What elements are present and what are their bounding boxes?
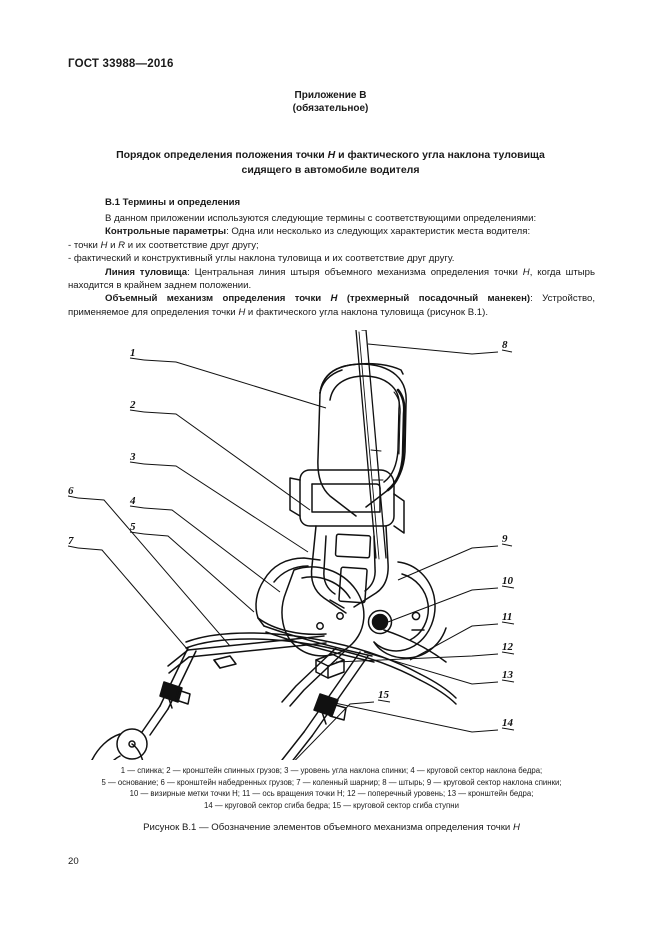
control-params-term: Контрольные параметры	[105, 226, 227, 238]
callout-numbers: 1 2 3 4 5 6 7 8 9 10 11 12 13 14 15	[68, 339, 514, 729]
torso-line-term: Линия туловища	[105, 266, 188, 278]
bullet1-r-symbol: R	[118, 239, 126, 251]
callout-10: 10	[502, 575, 514, 587]
annex-heading: Приложение В (обязательное)	[0, 89, 661, 115]
torso-line-def-a: : Центральная линия штыря объемного меха…	[187, 266, 523, 278]
page-title-line2: сидящего в автомобиле водителя	[241, 164, 420, 176]
callout-8: 8	[502, 339, 508, 351]
legend-line-4: 14 — круговой сектор сгиба бедра; 15 — к…	[204, 800, 459, 810]
paragraph-torso-line: Линия туловища: Центральная линия штыря …	[68, 266, 595, 293]
callout-12: 12	[502, 641, 514, 653]
paragraph-intro: В данном приложении используются следующ…	[68, 212, 595, 225]
manikin-term: Объемный механизм определения точки H (т…	[105, 293, 530, 304]
page-title-line1-part1: Порядок определения положения точки	[116, 149, 328, 161]
intro-text: В данном приложении используются следующ…	[105, 213, 537, 224]
callout-4: 4	[129, 495, 136, 507]
body-text: В данном приложении используются следующ…	[68, 212, 595, 319]
callout-6: 6	[68, 485, 74, 497]
legend-line-2: 5 — основание; 6 — кронштейн набедренных…	[101, 777, 562, 787]
bullet1-prefix: - точки	[68, 239, 101, 251]
torso-line-h-symbol: H	[522, 266, 530, 278]
callout-15: 15	[378, 689, 390, 701]
callout-13: 13	[502, 669, 514, 681]
manikin-term-b: (трехмерный посадочный манекен)	[337, 293, 531, 305]
page-title: Порядок определения положения точки H и …	[68, 148, 593, 178]
page-title-line1-part2: и фактического угла наклона туловища	[335, 149, 545, 161]
section-heading: В.1 Термины и определения	[105, 197, 241, 208]
manikin-term-h-symbol: H	[330, 293, 338, 305]
figure-caption-text: Рисунок В.1 — Обозначение элементов объе…	[143, 822, 513, 833]
standard-header: ГОСТ 33988—2016	[68, 58, 174, 70]
paragraph-3d-manikin: Объемный механизм определения точки H (т…	[68, 292, 595, 319]
bullet-points-hr: - точки H и R и их соответствие друг дру…	[68, 239, 595, 252]
figure-b1-drawing: 1 2 3 4 5 6 7 8 9 10 11 12 13 14 15	[68, 330, 595, 760]
callout-leaders	[77, 343, 499, 760]
callout-14: 14	[502, 717, 514, 729]
bullet1-suffix: и их соответствие друг другу;	[125, 239, 259, 251]
callout-2: 2	[129, 399, 136, 411]
manikin-def-a: : Устройство, применяемое для определени…	[68, 293, 595, 318]
bullet1-h-symbol: H	[100, 239, 108, 251]
callout-9: 9	[502, 533, 508, 545]
page-number: 20	[68, 856, 79, 867]
bullet2-text: - фактический и конструктивный углы накл…	[68, 253, 455, 265]
callout-5: 5	[130, 521, 136, 533]
torso-line-def-b: , когда штырь находится в крайнем заднем…	[68, 266, 596, 292]
manikin-term-a: Объемный механизм определения точки	[105, 293, 331, 305]
bullet-angles: - фактический и конструктивный углы накл…	[68, 252, 595, 265]
manikin-def-b: и фактического угла наклона туловища (ри…	[245, 306, 488, 318]
callout-number-underlines	[68, 349, 515, 731]
manikin-illustration: 1 2 3 4 5 6 7 8 9 10 11 12 13 14 15	[68, 330, 515, 760]
callout-3: 3	[129, 451, 136, 463]
annex-subtitle: (обязательное)	[292, 103, 369, 114]
callout-1: 1	[130, 347, 136, 359]
manikin-def-h-symbol: H	[238, 306, 246, 318]
paragraph-control-params: Контрольные параметры: Одна или нескольк…	[68, 225, 595, 238]
page-title-h-symbol: H	[327, 149, 336, 161]
annex-title: Приложение В	[294, 90, 367, 101]
figure-legend: 1 — спинка; 2 — кронштейн спинных грузов…	[68, 765, 595, 811]
callout-7: 7	[68, 535, 74, 547]
figure-caption: Рисунок В.1 — Обозначение элементов объе…	[68, 822, 595, 833]
legend-line-1: 1 — спинка; 2 — кронштейн спинных грузов…	[120, 766, 543, 775]
callout-11: 11	[502, 611, 512, 623]
figure-caption-h-symbol: H	[512, 822, 520, 833]
control-params-def: : Одна или несколько из следующих характ…	[226, 226, 531, 238]
legend-line-3: 10 — визирные метки точки H; 11 — ось вр…	[129, 789, 534, 799]
bullet1-conj: и	[107, 239, 119, 251]
